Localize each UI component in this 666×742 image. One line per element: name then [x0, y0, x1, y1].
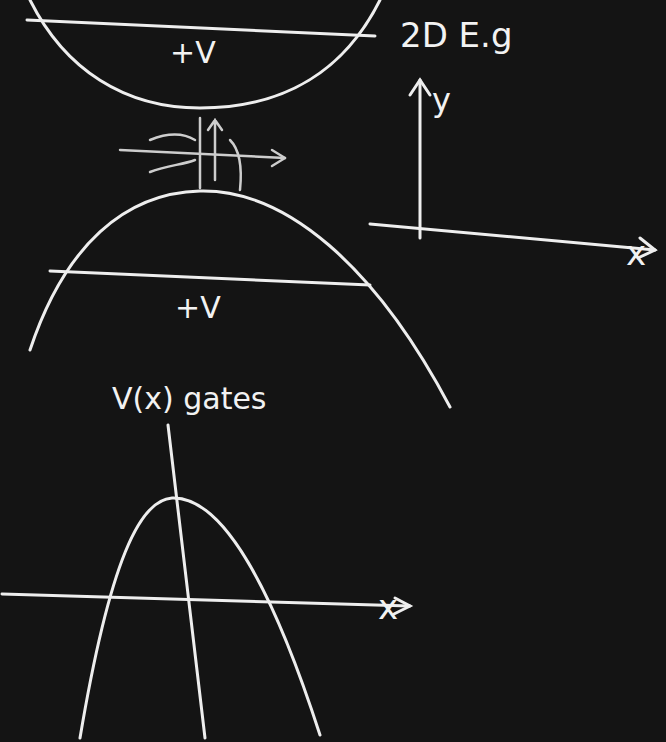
gate-voltage: +V: [175, 293, 221, 323]
gate-voltage: +V: [170, 38, 216, 68]
bottom-gate: +V: [25, 185, 455, 415]
axis-label: x: [378, 590, 398, 624]
axis-label: y: [432, 84, 451, 116]
potential-plot: [2, 425, 410, 738]
plot-label: V(x) gates: [112, 384, 267, 414]
top-gate: +V: [25, 0, 385, 115]
2deg-label: 2D E.g: [400, 18, 513, 52]
xy-axes: [370, 80, 655, 258]
chalk-arrows: [120, 118, 285, 190]
gate-outline: [25, 185, 455, 415]
axis-label: x: [626, 236, 646, 270]
